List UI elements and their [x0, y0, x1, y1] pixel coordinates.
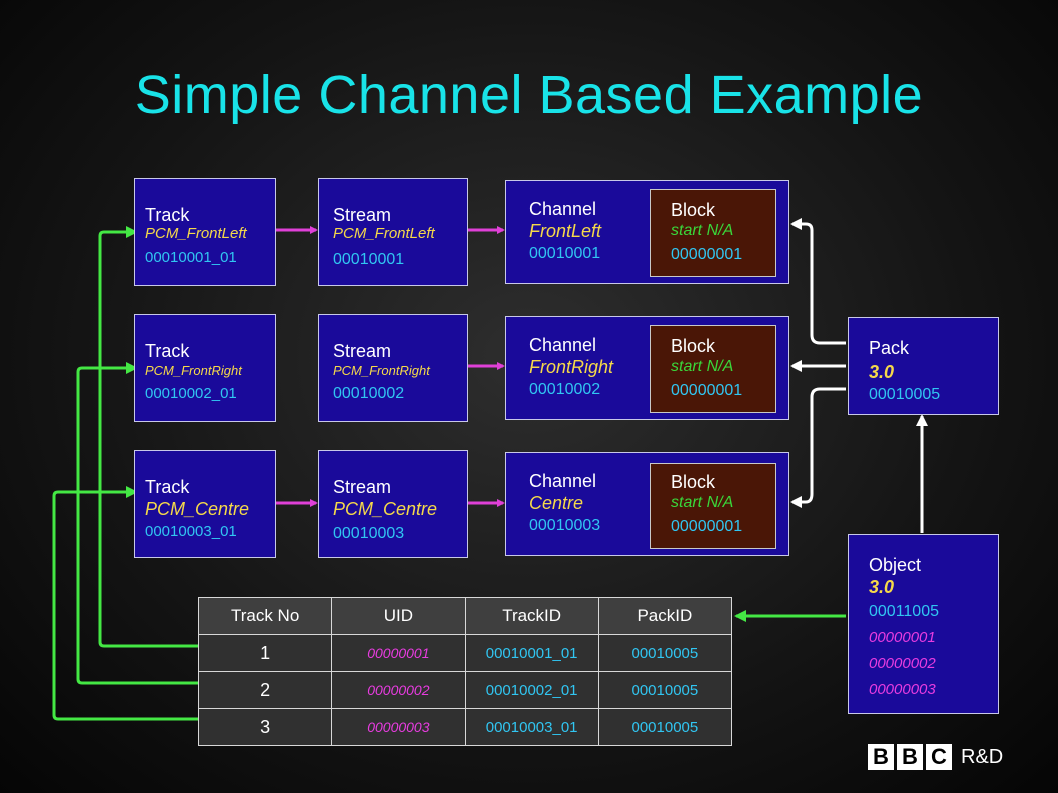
- object-id: 00011005: [869, 603, 939, 620]
- track-label: Track: [145, 205, 190, 225]
- block-label: Block: [671, 472, 716, 492]
- logo-letter: B: [897, 744, 923, 770]
- object-uid: 00000003: [869, 681, 936, 698]
- track-no-cell: 1: [197, 634, 333, 672]
- track-uid-table: Track No UID TrackID PackID 1 00000001 0…: [197, 597, 733, 746]
- channel-name: FrontLeft: [529, 221, 602, 241]
- link-row1-track1: [98, 226, 198, 648]
- track-id-cell: 00010003_01: [464, 708, 599, 746]
- stream-label: Stream: [333, 341, 392, 361]
- channel-id: 00010002: [529, 381, 601, 398]
- uid-cell: 00000002: [331, 671, 466, 709]
- track-id-cell: 00010001_01: [464, 634, 599, 672]
- stream-name: PCM_FrontLeft: [333, 225, 435, 242]
- channel-box-2: Channel FrontRight 00010002 Block start …: [505, 316, 789, 420]
- block-start: start N/A: [671, 494, 734, 511]
- table-header: TrackID: [464, 597, 599, 635]
- stream-label: Stream: [333, 205, 392, 225]
- object-box: Object 3.0 00011005 00000001 00000002 00…: [848, 534, 999, 714]
- track-box-2: Track PCM_FrontRight 00010002_01: [134, 314, 276, 422]
- track-id: 00010003_01: [145, 523, 237, 540]
- object-label: Object: [869, 555, 922, 575]
- track-no-cell: 2: [197, 671, 333, 709]
- pack-id-cell: 00010005: [597, 671, 733, 709]
- table-row: 3 00000003 00010003_01 00010005: [197, 708, 733, 746]
- track-name: PCM_Centre: [145, 499, 250, 519]
- pack-id: 00010005: [869, 386, 941, 403]
- table-header-row: Track No UID TrackID PackID: [197, 597, 733, 635]
- stream-name: PCM_Centre: [333, 499, 438, 519]
- stream-id: 00010003: [333, 525, 405, 542]
- block-box-1: Block start N/A 00000001: [650, 189, 776, 277]
- channel-box-1: Channel FrontLeft 00010001 Block start N…: [505, 180, 789, 284]
- table-header: Track No: [197, 597, 333, 635]
- object-version: 3.0: [869, 577, 895, 597]
- channel-box-3: Channel Centre 00010003 Block start N/A …: [505, 452, 789, 556]
- logo-letter: C: [926, 744, 952, 770]
- logo-suffix: R&D: [961, 746, 1004, 768]
- link-row2-track2: [76, 362, 198, 685]
- channel-name: FrontRight: [529, 357, 614, 377]
- track-id: 00010001_01: [145, 249, 237, 266]
- table-row: 1 00000001 00010001_01 00010005: [197, 634, 733, 672]
- block-label: Block: [671, 336, 716, 356]
- channel-id: 00010001: [529, 245, 601, 262]
- object-uid: 00000001: [869, 629, 936, 646]
- track-box-1: Track PCM_FrontLeft 00010001_01: [134, 178, 276, 286]
- uid-cell: 00000001: [331, 634, 466, 672]
- track-name: PCM_FrontRight: [145, 363, 242, 378]
- stream-box-3: Stream PCM_Centre 00010003: [318, 450, 468, 558]
- channel-id: 00010003: [529, 517, 601, 534]
- stream-id: 00010001: [333, 251, 405, 268]
- channel-label: Channel: [529, 199, 597, 219]
- pack-id-cell: 00010005: [597, 634, 733, 672]
- stream-box-1: Stream PCM_FrontLeft 00010001: [318, 178, 468, 286]
- block-start: start N/A: [671, 222, 734, 239]
- pack-label: Pack: [869, 338, 910, 358]
- stream-box-2: Stream PCM_FrontRight 00010002: [318, 314, 468, 422]
- table-header: UID: [331, 597, 466, 635]
- block-id: 00000001: [671, 382, 743, 399]
- channel-label: Channel: [529, 335, 597, 355]
- block-label: Block: [671, 200, 716, 220]
- link-pack-channel1: [790, 218, 846, 345]
- track-id: 00010002_01: [145, 385, 237, 402]
- pack-box: Pack 3.0 00010005: [848, 317, 999, 415]
- link-pack-channel3: [790, 387, 846, 508]
- pack-version: 3.0: [869, 362, 895, 382]
- block-box-2: Block start N/A 00000001: [650, 325, 776, 413]
- stream-label: Stream: [333, 477, 392, 497]
- block-id: 00000001: [671, 518, 743, 535]
- page-title: Simple Channel Based Example: [134, 65, 924, 125]
- track-box-3: Track PCM_Centre 00010003_01: [134, 450, 276, 558]
- track-no-cell: 3: [197, 708, 333, 746]
- track-label: Track: [145, 341, 190, 361]
- track-id-cell: 00010002_01: [464, 671, 599, 709]
- pack-id-cell: 00010005: [597, 708, 733, 746]
- logo-letter: B: [868, 744, 894, 770]
- block-id: 00000001: [671, 246, 743, 263]
- stream-name: PCM_FrontRight: [333, 363, 430, 378]
- table-header: PackID: [597, 597, 733, 635]
- block-start: start N/A: [671, 358, 734, 375]
- channel-name: Centre: [529, 493, 584, 513]
- track-name: PCM_FrontLeft: [145, 225, 247, 242]
- table-row: 2 00000002 00010002_01 00010005: [197, 671, 733, 709]
- block-box-3: Block start N/A 00000001: [650, 463, 776, 549]
- object-uid: 00000002: [869, 655, 936, 672]
- link-row3-track3: [52, 486, 198, 721]
- channel-label: Channel: [529, 471, 597, 491]
- stream-id: 00010002: [333, 385, 405, 402]
- track-label: Track: [145, 477, 190, 497]
- uid-cell: 00000003: [331, 708, 466, 746]
